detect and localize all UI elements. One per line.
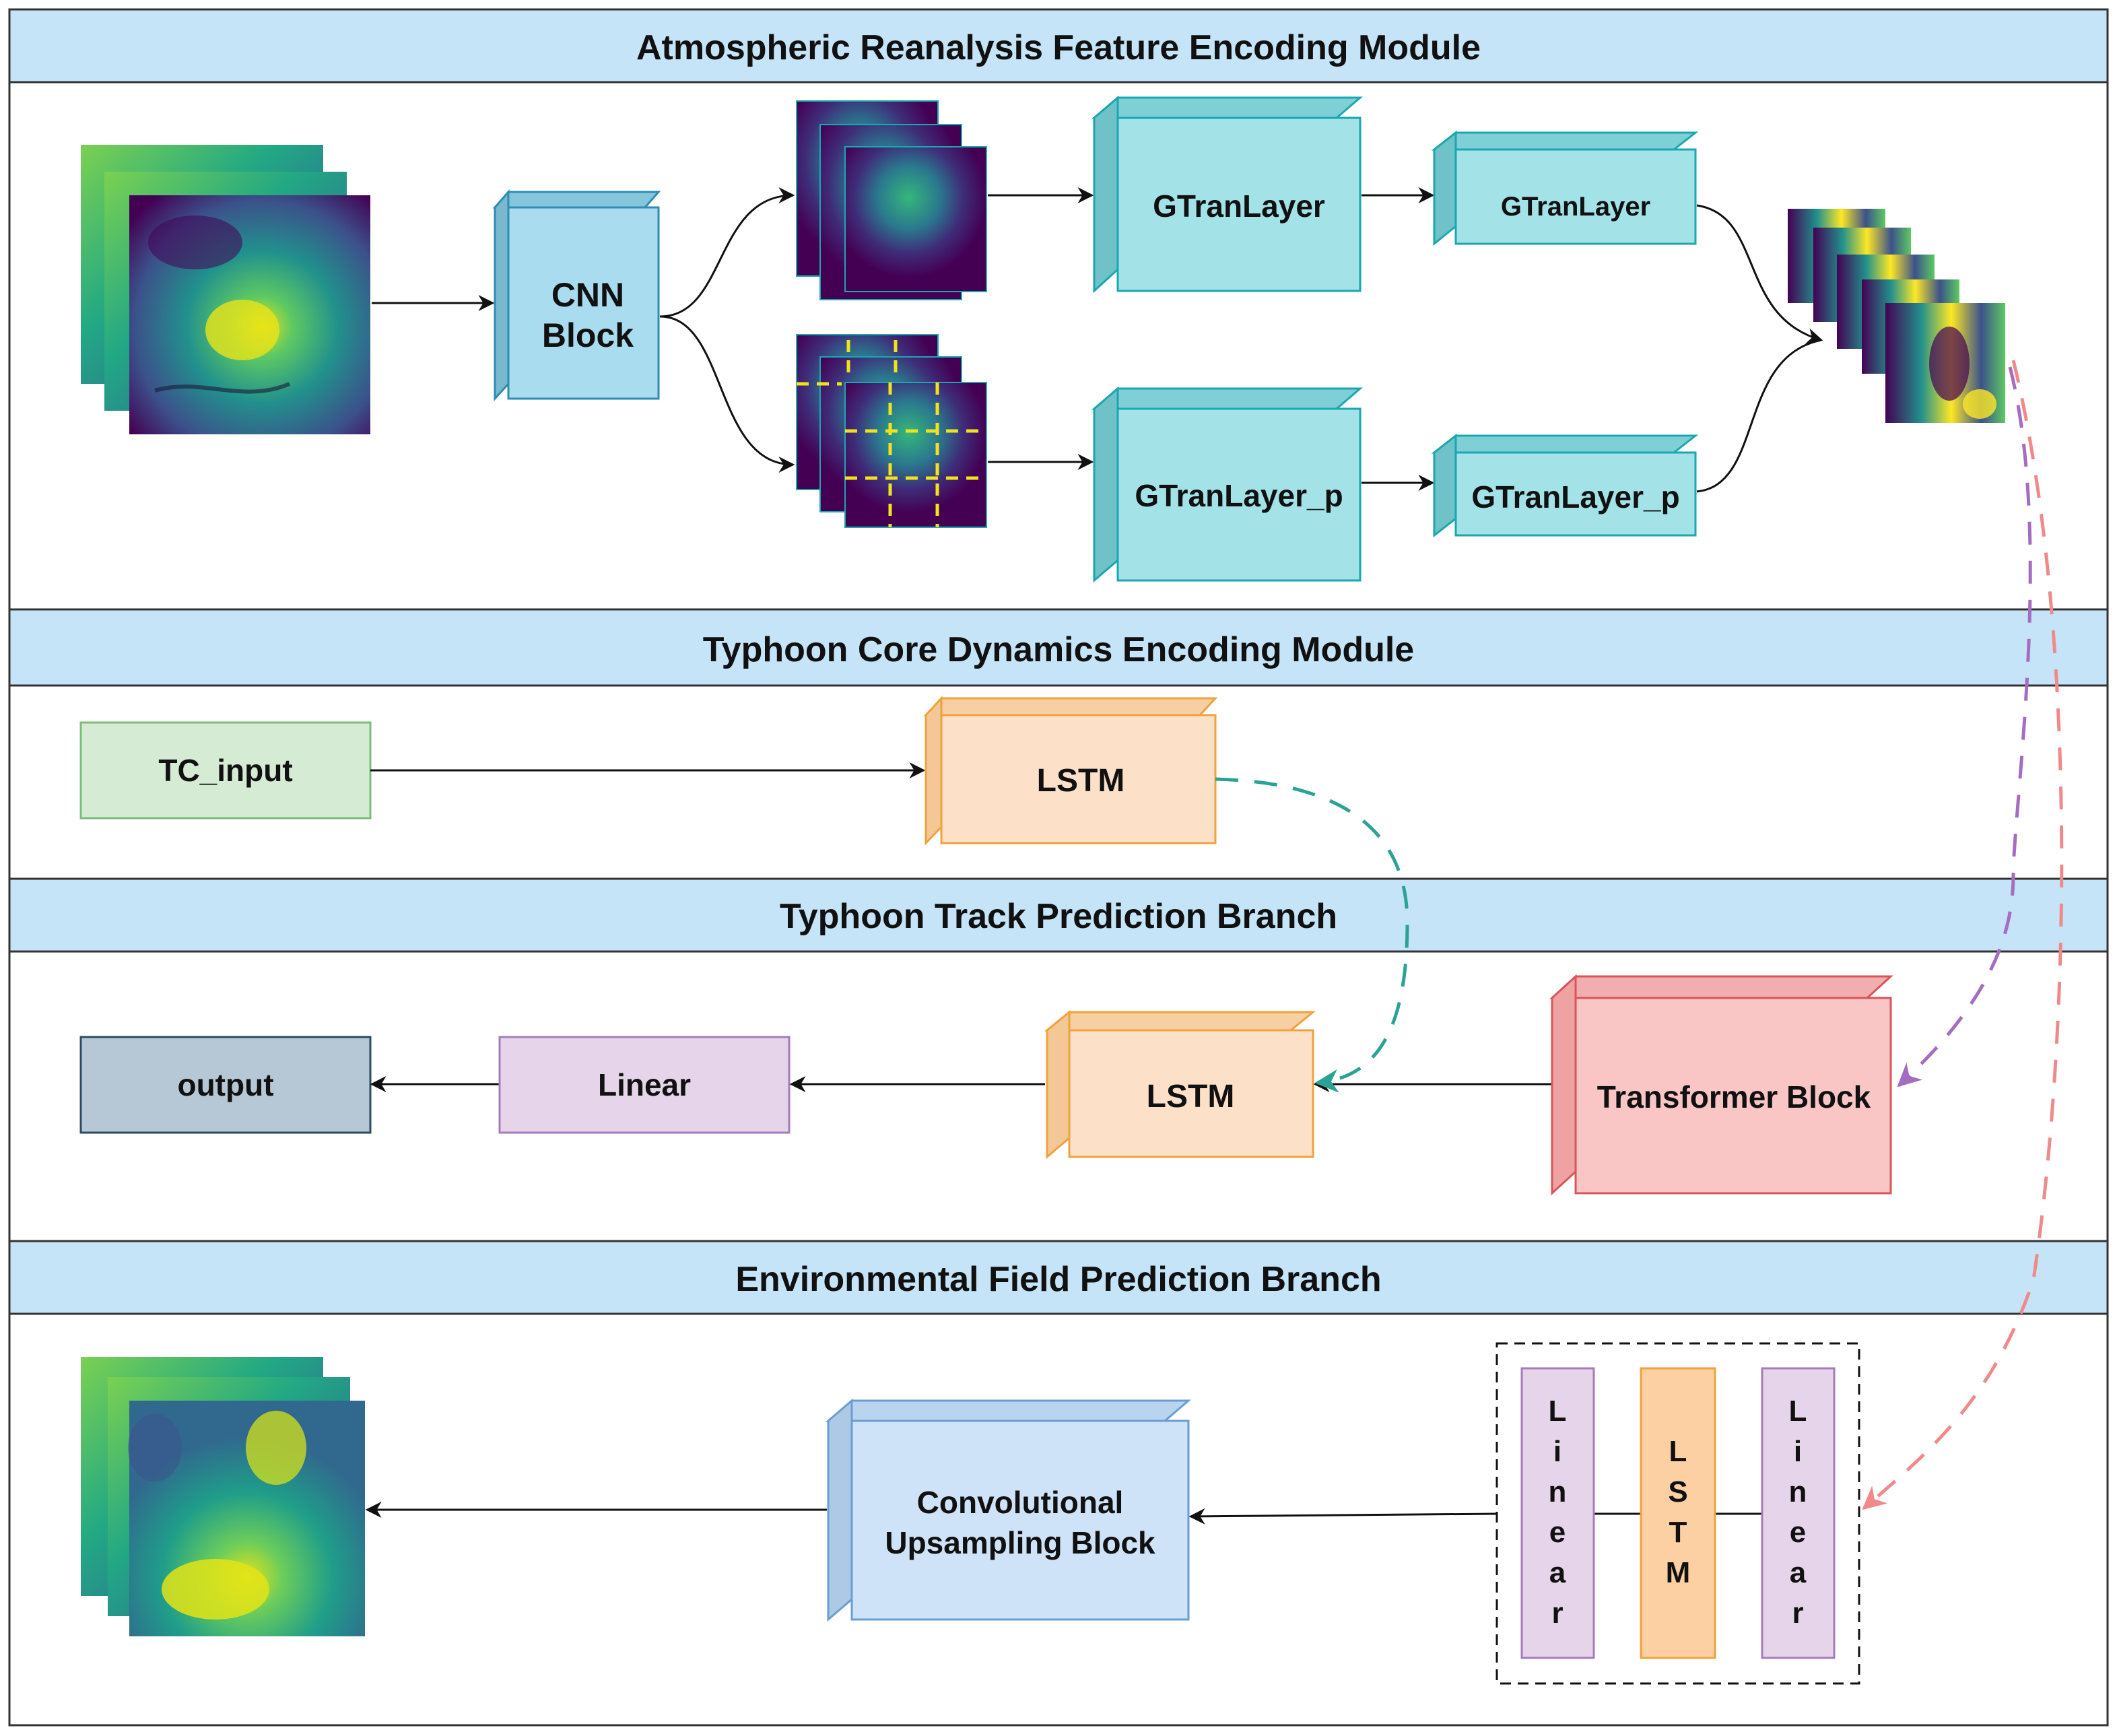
conv-label-line1: Convolutional: [917, 1485, 1124, 1520]
arrow-stack-to-conv: [1188, 1508, 1498, 1525]
cnn-block: CNN Block: [492, 189, 661, 401]
gtranlayer-2-label: GTranLayer: [1501, 192, 1650, 222]
gtranlayer-p-1-label: GTranLayer_p: [1135, 478, 1343, 513]
cnn-label-line1: CNN: [551, 276, 624, 314]
section-header: [8, 8, 2109, 84]
dashed-arrow-features-to-stack: [1862, 360, 2064, 1510]
fused-feature-stack: [1788, 209, 2005, 423]
linear-box: Linear: [498, 1036, 791, 1134]
tc-input-label: TC_input: [158, 753, 292, 788]
output-box: output: [79, 1036, 372, 1134]
section-title: Typhoon Core Dynamics Encoding Module: [703, 630, 1414, 669]
feature-map-stack: [796, 100, 987, 300]
predicted-field-stack: [81, 1357, 365, 1636]
tc-input-box: TC_input: [79, 721, 372, 820]
dashed-arrow-core-lstm-to-track-lstm: [1215, 777, 1409, 1093]
stack-lstm: [1640, 1367, 1716, 1659]
stack-dashed-frame: [1496, 1342, 1860, 1685]
transformer-block: Transformer Block: [1549, 974, 1893, 1196]
gtranlayer-p-block-1: GTranLayer_p: [1091, 386, 1364, 583]
section-header: [8, 877, 2109, 953]
lstm-track-label: LSTM: [1147, 1079, 1235, 1114]
section-title: Environmental Field Prediction Branch: [735, 1260, 1381, 1299]
dashed-arrow-features-to-transformer: [1897, 366, 2032, 1088]
conv-label-line2: Upsampling Block: [885, 1525, 1155, 1560]
arrow-gtranp-to-fused: [1696, 339, 1822, 493]
transformer-label: Transformer Block: [1597, 1079, 1871, 1114]
lstm-track-block: LSTM: [1044, 1009, 1316, 1160]
section-core-dynamics: Typhoon Core Dynamics Encoding Module: [8, 608, 2109, 687]
section-track-prediction: Typhoon Track Prediction Branch: [8, 877, 2109, 953]
arrow-cnn-to-feature-maps: [659, 187, 795, 318]
section-title: Atmospheric Reanalysis Feature Encoding …: [636, 28, 1481, 67]
section-header: [8, 608, 2109, 687]
arrow-cnn-to-patch-maps: [659, 315, 795, 473]
patch-map-stack: [796, 334, 987, 528]
conv-upsampling-block: Convolutional Upsampling Block: [825, 1398, 1192, 1622]
stack-linear-left: [1520, 1367, 1595, 1659]
linear-label: Linear: [598, 1067, 691, 1102]
arrow-gtran-to-fused: [1696, 204, 1823, 344]
output-label: output: [177, 1067, 273, 1102]
stack-linear-right: [1761, 1367, 1836, 1659]
gtranlayer-p-2-label: GTranLayer_p: [1471, 479, 1679, 514]
gtranlayer-p-block-2: GTranLayer_p: [1431, 433, 1699, 538]
section-atmospheric-encoding: Atmospheric Reanalysis Feature Encoding …: [8, 8, 2109, 611]
gtranlayer-1-label: GTranLayer: [1153, 189, 1325, 224]
lstm-core-label: LSTM: [1037, 763, 1125, 799]
section-title: Typhoon Track Prediction Branch: [780, 897, 1337, 936]
gtranlayer-block-2: GTranLayer: [1431, 130, 1699, 246]
lstm-core-block: LSTM: [923, 696, 1218, 846]
cnn-label-line2: Block: [542, 316, 634, 354]
section-environmental-prediction: Environmental Field Prediction Branch: [8, 1240, 2109, 1315]
gtranlayer-block-1: GTranLayer: [1091, 95, 1364, 294]
section-header: [8, 1240, 2109, 1315]
input-field-stack: [81, 145, 370, 434]
